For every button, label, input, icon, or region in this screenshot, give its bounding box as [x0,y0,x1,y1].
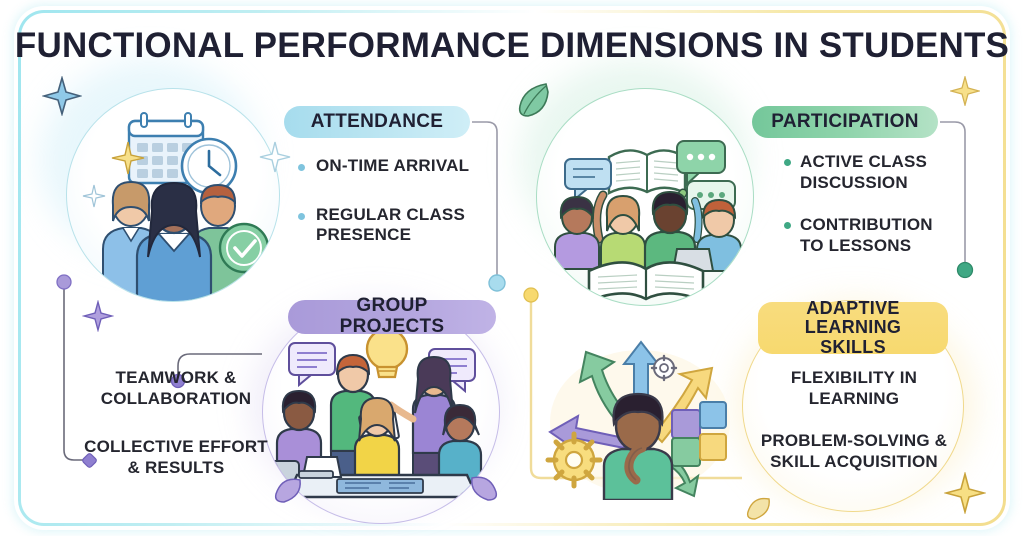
students-raising-hands-icon [554,188,742,275]
bullets-attendance: ON-TIME ARRIVAL REGULAR CLASS PRESENCE [298,156,492,246]
bullet-text: TEAMWORK & COLLABORATION [100,368,252,408]
check-badge-icon [218,222,270,274]
sparkle-yellow-icon [111,141,145,175]
sparkle-white-small-icon [82,184,106,208]
gear-large-yellow-icon [545,431,603,489]
bullet-group-projects-1: COLLECTIVE EFFORT & RESULTS [78,437,274,478]
bullet-adaptive-0: FLEXIBILITY IN LEARNING [752,368,956,409]
adaptive-illustration [540,330,740,502]
bullet-dot-icon [298,164,305,171]
bullet-text: PROBLEM-SOLVING & SKILL ACQUISITION [760,431,948,472]
students-group-icon [102,180,246,301]
badge-participation[interactable]: PARTICIPATION [752,106,938,138]
bullet-text: FLEXIBILITY IN LEARNING [790,368,918,408]
page-title: FUNCTIONAL PERFORMANCE DIMENSIONS IN STU… [14,26,1010,65]
seated-student-center-icon [353,396,401,487]
bullet-text: ACTIVE CLASS DISCUSSION [800,152,928,192]
sparkle-yellow-top-right-icon [950,76,980,106]
bullet-text: REGULAR CLASS PRESENCE [316,204,465,245]
bullet-dot-icon [784,222,791,230]
bullet-text: ON-TIME ARRIVAL [316,156,470,175]
badge-attendance[interactable]: ATTENDANCE [284,106,470,138]
bullet-participation-0: ACTIVE CLASS DISCUSSION [784,152,952,193]
sparkle-blue-icon [42,76,82,116]
bullets-adaptive: FLEXIBILITY IN LEARNING PROBLEM-SOLVING … [752,368,956,473]
bullet-adaptive-1: PROBLEM-SOLVING & SKILL ACQUISITION [752,431,956,472]
leaf-purple-right-icon [471,476,498,501]
clock-icon [180,137,238,195]
bullet-dot-icon [298,212,305,220]
bullet-text: COLLECTIVE EFFORT & RESULTS [84,437,268,478]
sparkle-purple-icon [82,300,114,332]
bullets-group-projects: TEAMWORK & COLLABORATION COLLECTIVE EFFO… [78,368,274,479]
sparkle-yellow-bottom-right-icon [944,472,986,514]
attendance-illustration [66,88,280,302]
leaf-purple-left-icon [274,478,301,503]
speech-bubble-left-icon [288,342,336,388]
leaf-green-icon [518,83,549,117]
sparkle-white-icon [259,141,291,173]
puzzle-pieces-icon [671,401,727,467]
open-book-bottom-icon [587,261,705,303]
bullet-group-projects-0: TEAMWORK & COLLABORATION [78,368,274,409]
bullet-attendance-0: ON-TIME ARRIVAL [298,156,492,177]
participation-illustration [536,88,754,306]
bullet-participation-1: CONTRIBUTION TO LESSONS [784,215,952,256]
badge-group-projects[interactable]: GROUP PROJECTS [288,296,496,337]
open-book-top-icon [607,149,687,195]
bullet-attendance-1: REGULAR CLASS PRESENCE [298,204,492,246]
bullet-text: CONTRIBUTION TO LESSONS [800,215,933,256]
bullets-participation: ACTIVE CLASS DISCUSSION CONTRIBUTION TO … [784,152,952,257]
leaf-yellow-icon [746,497,770,520]
bullet-dot-icon [784,159,791,166]
badge-adaptive[interactable]: ADAPTIVE LEARNING SKILLS [758,298,948,356]
